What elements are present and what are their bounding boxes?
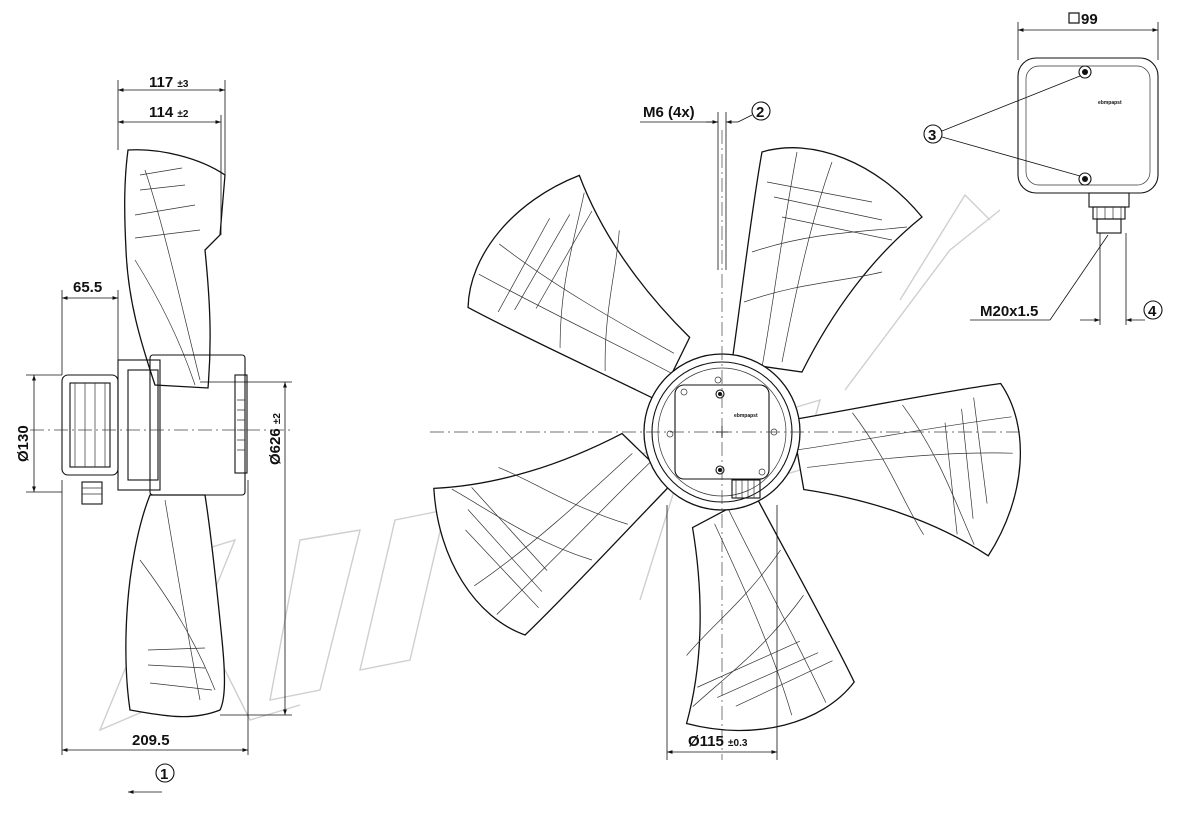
dim-65-5-label: 65.5 <box>73 279 102 296</box>
side-terminal-box <box>61 374 119 476</box>
hub-cable-gland <box>731 479 761 499</box>
side-blade-lower <box>125 494 226 718</box>
callout-3-circle <box>923 124 943 144</box>
dim-d115-label: Ø115 ±0.3 <box>688 733 748 750</box>
fan-blade <box>731 147 923 373</box>
callout-2-circle <box>751 101 771 121</box>
dim-d130-label: Ø130 <box>15 425 32 462</box>
thread-m6-label: M6 (4x) <box>643 104 695 121</box>
fan-blade <box>685 493 855 732</box>
side-view: 117 ±3 114 ±2 65.5 Ø130 Ø626 ±2 209.5 1 <box>15 74 292 794</box>
fan-blade <box>790 382 1022 557</box>
fan-blade <box>433 432 674 636</box>
square-symbol-icon <box>1068 12 1080 24</box>
callout-2-label: 2 <box>756 104 764 121</box>
callout-1-circle <box>155 763 175 783</box>
box-housing <box>1017 57 1159 194</box>
dim-117-label: 117 ±3 <box>149 74 189 91</box>
box-cable-gland <box>1088 192 1130 208</box>
callout-3-label: 3 <box>928 127 936 144</box>
hub-brand-text: ebmpapst <box>734 413 758 419</box>
dim-209-5-label: 209.5 <box>132 732 170 749</box>
terminal-box-view: 99 ebmpapst 3 M20x1.5 4 <box>923 11 1163 325</box>
dim-114-label: 114 ±2 <box>149 104 189 121</box>
gland-thread-label: M20x1.5 <box>980 303 1038 320</box>
callout-4-circle <box>1143 300 1163 320</box>
side-rotor <box>149 354 246 496</box>
front-view: ebmpapst M6 (4x) 2 Ø115 ±0.3 <box>430 101 1022 760</box>
callout-4-label: 4 <box>1148 303 1157 320</box>
dim-99-label: 99 <box>1081 11 1098 28</box>
box-brand-text: ebmpapst <box>1098 100 1122 106</box>
fan-blade <box>467 174 691 402</box>
side-blade-upper <box>124 149 226 389</box>
dim-d626-label: Ø626 ±2 <box>267 413 284 465</box>
callout-1-label: 1 <box>160 766 168 783</box>
